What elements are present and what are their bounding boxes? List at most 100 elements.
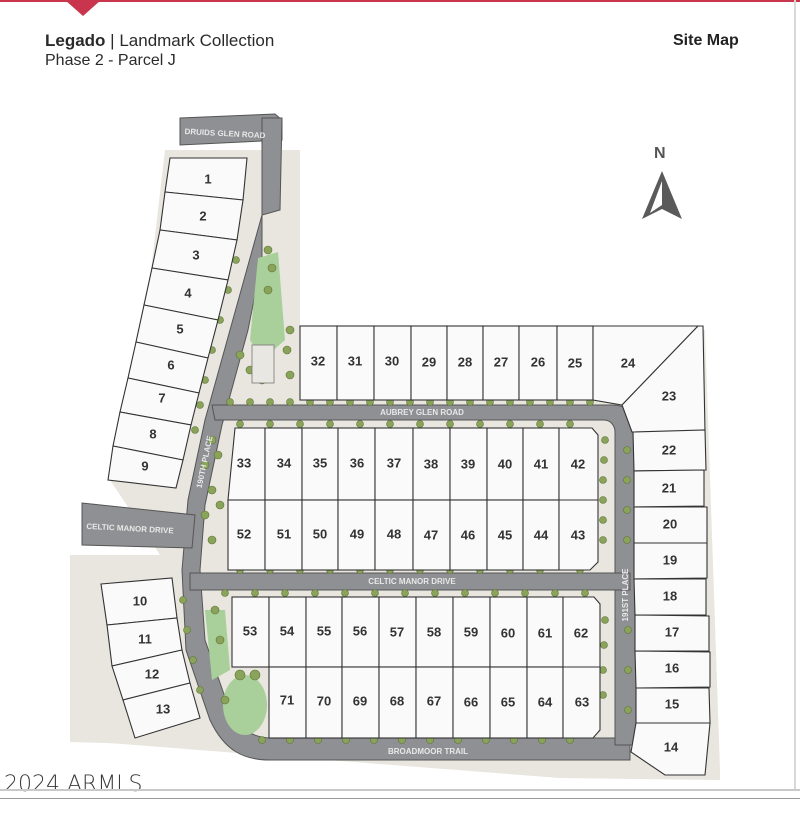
north-label: N — [654, 145, 666, 162]
lot-label: 51 — [277, 526, 291, 541]
top-accent-bar — [0, 0, 800, 2]
road-label-broadmoor: BROADMOOR TRAIL — [388, 747, 468, 756]
lot-19[interactable] — [633, 542, 708, 580]
lot-label: 37 — [387, 455, 401, 470]
lot-42[interactable] — [558, 427, 599, 501]
lot-55[interactable] — [305, 596, 343, 668]
bottom-rule — [0, 798, 800, 799]
lot-13[interactable] — [122, 682, 201, 739]
brand-name: Legado — [45, 31, 106, 50]
lot-63[interactable] — [562, 666, 601, 739]
page-edge — [794, 0, 796, 790]
lot-66[interactable] — [452, 666, 491, 739]
lot-50[interactable] — [301, 499, 339, 571]
lot-51[interactable] — [264, 499, 303, 571]
lot-label: 56 — [353, 623, 367, 638]
lot-68[interactable] — [378, 666, 417, 739]
lot-31[interactable] — [336, 325, 375, 401]
amenity-building — [251, 344, 275, 384]
lot-label: 29 — [422, 354, 436, 369]
lot-61[interactable] — [526, 596, 564, 668]
lot-30[interactable] — [373, 325, 412, 401]
lot-52[interactable] — [227, 499, 266, 571]
lot-label: 25 — [568, 355, 582, 370]
lot-label: 27 — [494, 354, 508, 369]
lot-49[interactable] — [337, 499, 376, 571]
lot-label: 41 — [534, 456, 548, 471]
lot-62[interactable] — [562, 596, 601, 668]
lot-26[interactable] — [518, 325, 558, 401]
lot-36[interactable] — [337, 427, 376, 501]
lot-label: 33 — [237, 455, 251, 470]
lot-44[interactable] — [522, 499, 560, 571]
lot-label: 49 — [350, 526, 364, 541]
park-areas — [205, 252, 285, 735]
lot-label: 58 — [427, 624, 441, 639]
lot-label: 22 — [662, 442, 676, 457]
site-map-label: Site Map — [673, 32, 739, 49]
lot-35[interactable] — [301, 427, 339, 501]
lot-57[interactable] — [378, 596, 417, 668]
lot-48[interactable] — [374, 499, 414, 571]
lot-label: 28 — [458, 354, 472, 369]
page-subtitle: Phase 2 - Parcel J — [45, 52, 176, 69]
lot-label: 45 — [498, 527, 512, 542]
lot-label: 15 — [665, 696, 679, 711]
lot-label: 71 — [280, 692, 294, 707]
top-marker-icon — [65, 0, 101, 16]
lot-label: 20 — [663, 516, 677, 531]
lot-label: 62 — [574, 625, 588, 640]
lot-label: 30 — [385, 353, 399, 368]
lot-label: 6 — [167, 357, 174, 372]
lot-69[interactable] — [341, 666, 380, 739]
page-title: Legado | Landmark Collection — [45, 31, 274, 51]
lot-label: 9 — [141, 458, 148, 473]
road-label-191st-place: 191ST PLACE — [621, 568, 630, 622]
roads — [81, 113, 637, 761]
lot-label: 2 — [199, 208, 206, 223]
lot-34[interactable] — [264, 427, 303, 501]
lot-43[interactable] — [558, 499, 599, 571]
lot-label: 47 — [424, 527, 438, 542]
lot-label: 42 — [571, 456, 585, 471]
lot-27[interactable] — [482, 325, 520, 401]
lot-16[interactable] — [634, 650, 711, 689]
lot-label: 8 — [149, 426, 156, 441]
lot-25[interactable] — [556, 325, 594, 401]
lot-label: 10 — [133, 593, 147, 608]
lot-14[interactable] — [630, 722, 711, 776]
lot-37[interactable] — [374, 427, 414, 501]
lot-label: 48 — [387, 526, 401, 541]
lot-label: 1 — [204, 171, 211, 186]
lot-label: 61 — [538, 625, 552, 640]
lot-53[interactable] — [231, 596, 270, 668]
lot-label: 11 — [138, 631, 152, 646]
lot-64[interactable] — [526, 666, 564, 739]
lot-56[interactable] — [341, 596, 380, 668]
lot-40[interactable] — [486, 427, 524, 501]
lot-45[interactable] — [486, 499, 524, 571]
lot-18[interactable] — [633, 578, 707, 616]
lot-41[interactable] — [522, 427, 560, 501]
lot-label: 23 — [662, 388, 676, 403]
lot-54[interactable] — [268, 596, 307, 668]
lot-21[interactable] — [633, 469, 705, 508]
lot-label: 7 — [158, 390, 165, 405]
lot-17[interactable] — [634, 614, 710, 652]
lot-label: 34 — [277, 455, 292, 470]
lot-label: 70 — [317, 693, 331, 708]
lot-59[interactable] — [452, 596, 491, 668]
lot-22[interactable] — [632, 429, 707, 472]
watermark: 2024 ARMLS — [4, 772, 143, 797]
lot-65[interactable] — [489, 666, 528, 739]
lot-label: 68 — [390, 693, 404, 708]
lots — [100, 157, 711, 776]
title-separator: | — [105, 31, 120, 50]
lot-label: 39 — [461, 456, 475, 471]
lot-label: 16 — [665, 660, 679, 675]
lot-9[interactable] — [107, 445, 184, 489]
lot-label: 50 — [313, 526, 327, 541]
lot-28[interactable] — [446, 325, 484, 401]
lot-38[interactable] — [412, 427, 451, 501]
